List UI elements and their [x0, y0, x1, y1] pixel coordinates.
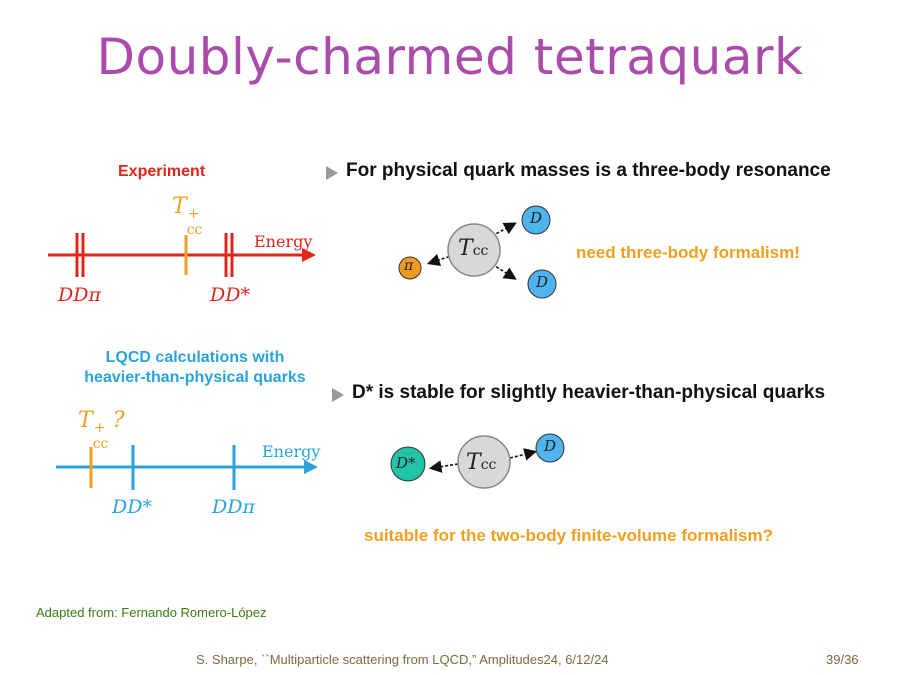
bullet-dstar-stable: D* is stable for slightly heavier-than-p… [352, 382, 826, 403]
d-meson-label-2: D [536, 273, 549, 291]
d-meson-label-3: D [544, 437, 557, 455]
bullet-three-body: For physical quark masses is a three-bod… [346, 160, 831, 181]
lqcd-ddstar-label: DD* [112, 496, 152, 518]
note-two-body: suitable for the two-body finite-volume … [364, 526, 773, 545]
credit-text: Adapted from: Fernando Romero-López [36, 605, 267, 620]
d-meson-label-1: D [530, 209, 543, 227]
tcc-circle-label: Tcc [458, 236, 489, 261]
slide-title: Doubly-charmed tetraquark [96, 28, 804, 86]
page-number: 39/36 [826, 652, 859, 667]
pion-label: π [404, 258, 414, 274]
footer-citation: S. Sharpe, ``Multiparticle scattering fr… [196, 652, 609, 667]
bullet-arrow-icon [326, 166, 338, 180]
three-body-decay-diagram [398, 205, 557, 299]
lqcd-energy-label: Energy [262, 442, 321, 461]
experiment-energy-axis [48, 233, 316, 277]
two-body-decay-diagram [390, 433, 565, 489]
lqcd-energy-axis [56, 445, 318, 490]
tcc-circle-label-2: Tcc [466, 450, 497, 475]
lqcd-heading: LQCD calculations with heavier-than-phys… [84, 349, 306, 386]
experiment-heading: Experiment [118, 163, 206, 180]
experiment-ddstar-label: DD* [210, 284, 250, 306]
bullet-arrow-icon [332, 388, 344, 402]
dstar-label: D* [396, 454, 416, 472]
experiment-ddpi-label: DDπ [58, 284, 101, 306]
tcc-experiment-label: T+cc [172, 194, 203, 238]
experiment-energy-label: Energy [254, 232, 313, 251]
lqcd-ddpi-label: DDπ [212, 496, 255, 518]
tcc-lqcd-label: T+cc? [78, 408, 125, 452]
note-three-body: need three-body formalism! [576, 243, 800, 262]
